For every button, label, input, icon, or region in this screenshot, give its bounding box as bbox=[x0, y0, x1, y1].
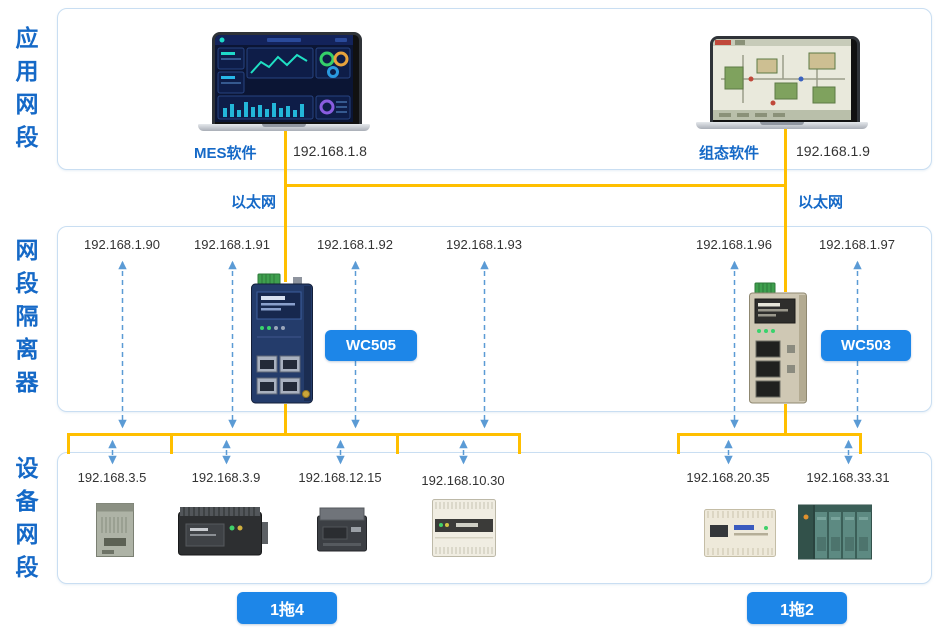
plc-device-image-3 bbox=[317, 507, 367, 552]
isolator-segment-label: 网段隔离器 bbox=[12, 238, 38, 403]
ip-label: 192.168.3.9 bbox=[191, 470, 261, 485]
scada-laptop-screen bbox=[710, 36, 860, 127]
wc503-badge: WC503 bbox=[821, 330, 911, 361]
scada-ip-label: 192.168.1.9 bbox=[796, 143, 870, 159]
ip-label: 192.168.33.31 bbox=[806, 470, 890, 485]
ethernet-label-right: 以太网 bbox=[798, 194, 844, 211]
plc-device-image-1 bbox=[96, 503, 134, 557]
application-segment-label: 应用网段 bbox=[12, 26, 38, 158]
ip-label: 192.168.1.96 bbox=[696, 237, 772, 252]
ip-label: 192.168.1.92 bbox=[317, 237, 393, 252]
ethernet-label-left: 以太网 bbox=[231, 194, 277, 211]
plc-device-image-5 bbox=[704, 509, 776, 557]
ip-label: 192.168.1.91 bbox=[194, 237, 270, 252]
ip-label: 192.168.1.90 bbox=[84, 237, 160, 252]
plc-device-image-6 bbox=[798, 503, 872, 561]
scada-laptop-base bbox=[696, 122, 868, 129]
ip-label: 192.168.20.35 bbox=[686, 470, 770, 485]
mes-dashboard-image bbox=[215, 35, 353, 122]
mes-laptop-screen bbox=[212, 32, 362, 129]
wc503-device-image bbox=[749, 281, 807, 404]
mes-ip-label: 192.168.1.8 bbox=[293, 143, 367, 159]
ip-label: 192.168.1.97 bbox=[819, 237, 895, 252]
ip-label: 192.168.10.30 bbox=[421, 473, 505, 488]
ip-label: 192.168.1.93 bbox=[446, 237, 522, 252]
group1-ratio-badge: 1拖4 bbox=[237, 592, 337, 624]
ip-label: 192.168.3.5 bbox=[77, 470, 147, 485]
scada-software-label: 组态软件 bbox=[699, 145, 760, 162]
wc505-badge: WC505 bbox=[325, 330, 417, 361]
wc505-device-image bbox=[251, 272, 313, 404]
device-segment-label: 设备网段 bbox=[12, 456, 38, 588]
mes-laptop-base bbox=[198, 124, 370, 131]
plc-device-image-2 bbox=[178, 506, 268, 556]
group2-ratio-badge: 1拖2 bbox=[747, 592, 847, 624]
plc-device-image-4 bbox=[432, 499, 496, 557]
scada-screen-image bbox=[713, 39, 851, 120]
ip-label: 192.168.12.15 bbox=[298, 470, 382, 485]
mes-software-label: MES软件 bbox=[194, 145, 257, 162]
